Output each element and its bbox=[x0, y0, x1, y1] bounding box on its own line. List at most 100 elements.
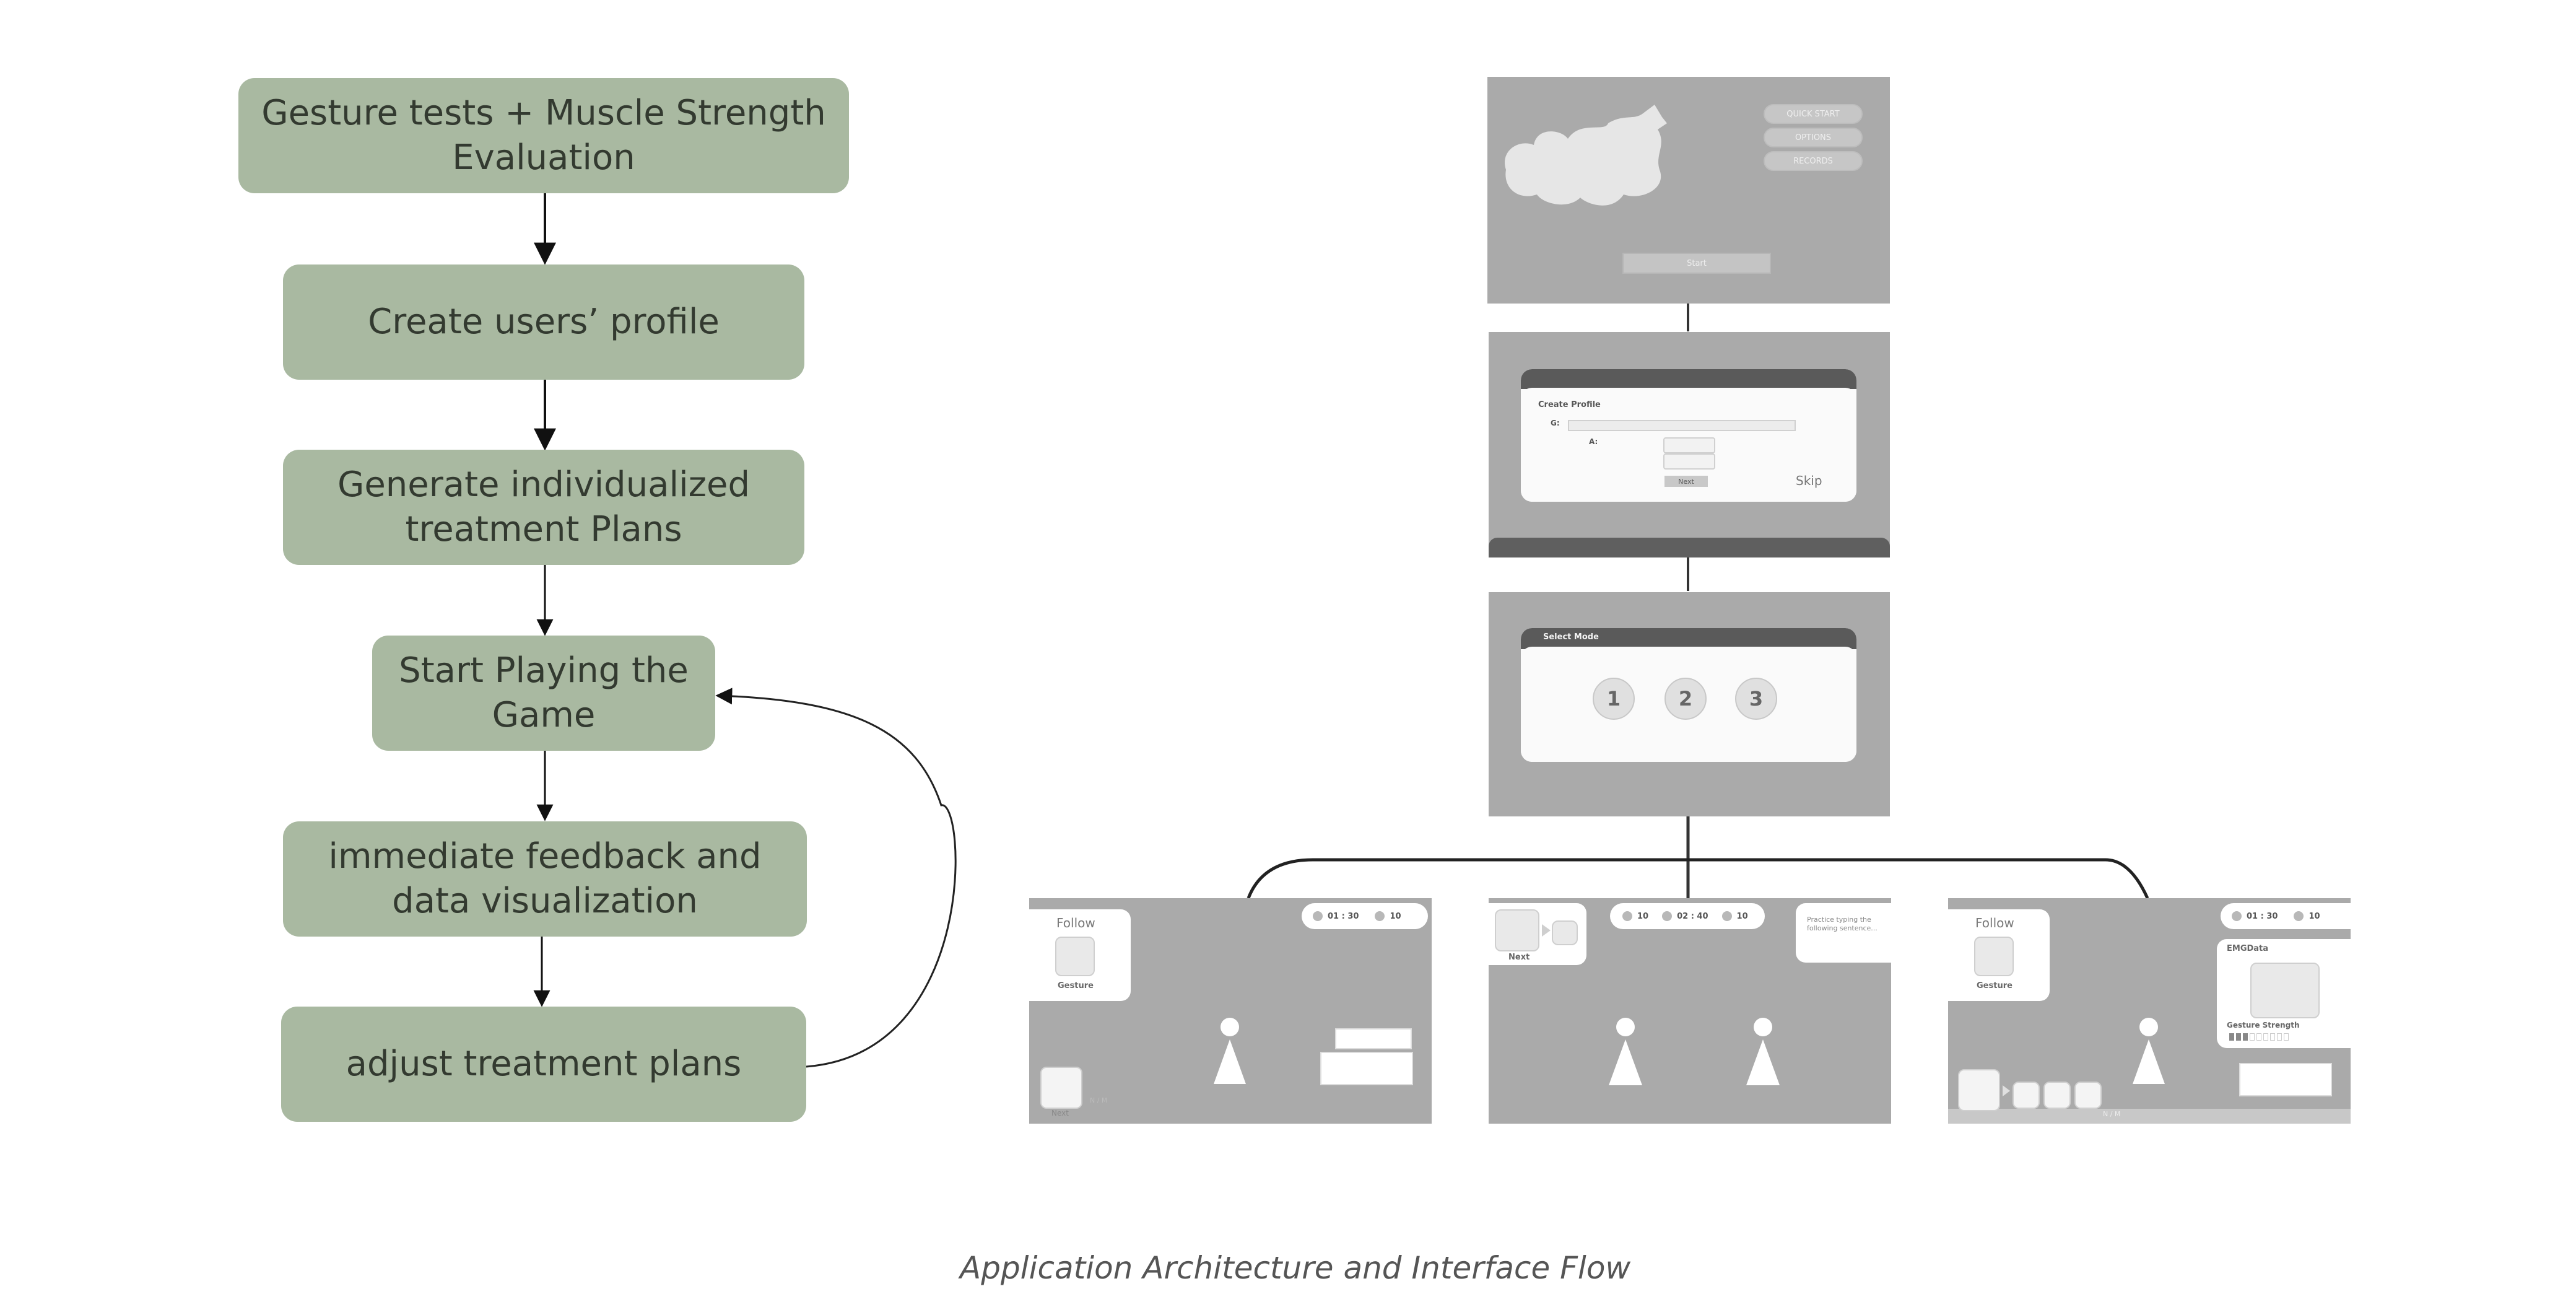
follow-label: Follow bbox=[1056, 916, 1095, 930]
follow-label: Follow bbox=[1975, 916, 2014, 930]
meter-seg-filled bbox=[2236, 1033, 2241, 1041]
gesture-preview bbox=[1974, 937, 2014, 976]
create-profile-screen: Create Profile G: A: Next Skip bbox=[1489, 332, 1890, 557]
chevron-right-icon bbox=[1542, 924, 1551, 937]
feedback-loop-arrow bbox=[715, 688, 957, 1068]
dialog-header: Select Mode bbox=[1521, 628, 1856, 649]
start-button[interactable]: Start bbox=[1622, 253, 1771, 274]
current-gesture-tile bbox=[1958, 1069, 2000, 1111]
timer-icon bbox=[1313, 911, 1323, 921]
meter-seg bbox=[2284, 1033, 2289, 1041]
player-icon bbox=[2133, 1018, 2165, 1084]
field-a-input-2[interactable] bbox=[1663, 453, 1715, 470]
next-card: Next bbox=[1489, 903, 1586, 965]
flow-step-treatment-plans: Generate individualized treatment Plans bbox=[283, 450, 804, 565]
emg-label: EMGData bbox=[2227, 944, 2269, 953]
meter-seg bbox=[2256, 1033, 2261, 1041]
quick-start-button[interactable]: QUICK START bbox=[1764, 104, 1863, 124]
mode-1-button[interactable]: 1 bbox=[1593, 678, 1635, 720]
meter-seg bbox=[2270, 1033, 2275, 1041]
timer-icon bbox=[2232, 911, 2242, 921]
info-box bbox=[2239, 1063, 2332, 1096]
next-label: Next bbox=[1508, 953, 1530, 962]
field-g-label: G: bbox=[1551, 419, 1560, 427]
flow-step-adjust-plans: adjust treatment plans bbox=[281, 1007, 806, 1122]
hud-bar: 01 : 30 10 bbox=[2221, 903, 2351, 929]
flow-step-label: adjust treatment plans bbox=[346, 1044, 742, 1084]
field-a-label: A: bbox=[1589, 437, 1598, 446]
flow-step-label: Create users’ profile bbox=[368, 302, 720, 342]
screen-branch bbox=[1247, 858, 2149, 899]
records-button[interactable]: RECORDS bbox=[1764, 151, 1863, 171]
game-screen-mode-2: Next 10 02 : 40 10 Practice typing the f… bbox=[1489, 898, 1891, 1124]
upcoming-gesture-tile bbox=[1552, 920, 1578, 945]
field-a-input-1[interactable] bbox=[1663, 437, 1715, 453]
mode-3-button[interactable]: 3 bbox=[1735, 678, 1777, 720]
game-screen-mode-1: Follow Gesture 01 : 30 10 Next N / M bbox=[1029, 898, 1432, 1124]
flow-step-label: Generate individualized treatment Plans bbox=[337, 465, 751, 549]
emg-panel: EMGData Gesture Strength bbox=[2217, 939, 2351, 1048]
score-value: 10 bbox=[1390, 911, 1401, 921]
score-icon bbox=[1721, 911, 1732, 921]
next-gesture-tile[interactable] bbox=[1040, 1067, 1082, 1109]
flow-step-label: Start Playing the Game bbox=[399, 650, 689, 735]
bottom-dark-bar bbox=[1489, 538, 1890, 557]
dialog-title: Create Profile bbox=[1538, 400, 1601, 409]
hud-bar: 10 02 : 40 10 bbox=[1610, 903, 1765, 929]
player-2-icon bbox=[1746, 1018, 1780, 1085]
follow-card: Follow Gesture bbox=[1948, 909, 2050, 1001]
follow-card: Follow Gesture bbox=[1029, 909, 1131, 1001]
timer-value: 01 : 30 bbox=[1328, 911, 1359, 921]
flow-step-start-game: Start Playing the Game bbox=[372, 636, 715, 751]
options-button[interactable]: OPTIONS bbox=[1764, 128, 1863, 147]
emg-chart bbox=[2250, 963, 2320, 1018]
queue-tile-3 bbox=[2074, 1082, 2102, 1109]
next-button[interactable]: Next bbox=[1664, 476, 1708, 487]
create-profile-dialog: Create Profile G: A: Next Skip bbox=[1521, 369, 1856, 502]
meter-seg-filled bbox=[2243, 1033, 2248, 1041]
figure-caption: Application Architecture and Interface F… bbox=[960, 1250, 1631, 1286]
score-icon bbox=[2294, 911, 2304, 921]
page-indicator: N / M bbox=[2103, 1110, 2121, 1118]
hud-bar: 01 : 30 10 bbox=[1302, 903, 1428, 929]
score-value: 10 bbox=[2308, 911, 2320, 921]
chevron-right-icon bbox=[2003, 1085, 2010, 1096]
strength-meter bbox=[2229, 1033, 2299, 1041]
player-1-icon bbox=[1609, 1018, 1642, 1085]
player-icon bbox=[1214, 1018, 1246, 1084]
flow-step-feedback: immediate feedback and data visualizatio… bbox=[283, 821, 807, 937]
flow-step-gesture-tests: Gesture tests + Muscle Strength Evaluati… bbox=[238, 78, 849, 193]
gesture-preview bbox=[1055, 937, 1095, 976]
current-gesture-tile bbox=[1495, 909, 1539, 951]
meter-seg bbox=[2250, 1033, 2255, 1041]
gesture-label: Gesture bbox=[1058, 981, 1094, 990]
prompt-card: Practice typing the following sentence..… bbox=[1796, 903, 1891, 963]
meter-seg-filled bbox=[2229, 1033, 2234, 1041]
mode-2-button[interactable]: 2 bbox=[1664, 678, 1707, 720]
count-a-value: 10 bbox=[1637, 911, 1649, 921]
prompt-text: Practice typing the following sentence..… bbox=[1807, 916, 1878, 932]
timer-icon bbox=[1662, 911, 1673, 921]
field-g-input[interactable] bbox=[1568, 420, 1796, 431]
info-box-large bbox=[1320, 1052, 1413, 1085]
next-label: Next bbox=[1051, 1109, 1069, 1117]
dialog-header bbox=[1521, 369, 1856, 389]
queue-tile-1 bbox=[2012, 1082, 2040, 1109]
strength-label: Gesture Strength bbox=[2227, 1021, 2300, 1030]
timer-value: 02 : 40 bbox=[1677, 911, 1708, 921]
count-icon bbox=[1622, 911, 1632, 921]
flow-step-label: Gesture tests + Muscle Strength Evaluati… bbox=[261, 93, 826, 178]
meter-seg bbox=[2263, 1033, 2268, 1041]
score-icon bbox=[1375, 911, 1385, 921]
skip-link[interactable]: Skip bbox=[1796, 473, 1822, 488]
select-mode-screen: Select Mode 1 2 3 bbox=[1489, 592, 1890, 816]
page-indicator: N / M bbox=[1090, 1096, 1108, 1104]
timer-value: 01 : 30 bbox=[2247, 911, 2278, 921]
flow-step-create-profile: Create users’ profile bbox=[283, 264, 804, 380]
flow-step-label: immediate feedback and data visualizatio… bbox=[328, 836, 762, 921]
gesture-label: Gesture bbox=[1977, 981, 2012, 990]
select-mode-dialog: Select Mode 1 2 3 bbox=[1521, 628, 1856, 762]
bottom-bar bbox=[1948, 1109, 2351, 1124]
info-box-small bbox=[1335, 1028, 1412, 1049]
